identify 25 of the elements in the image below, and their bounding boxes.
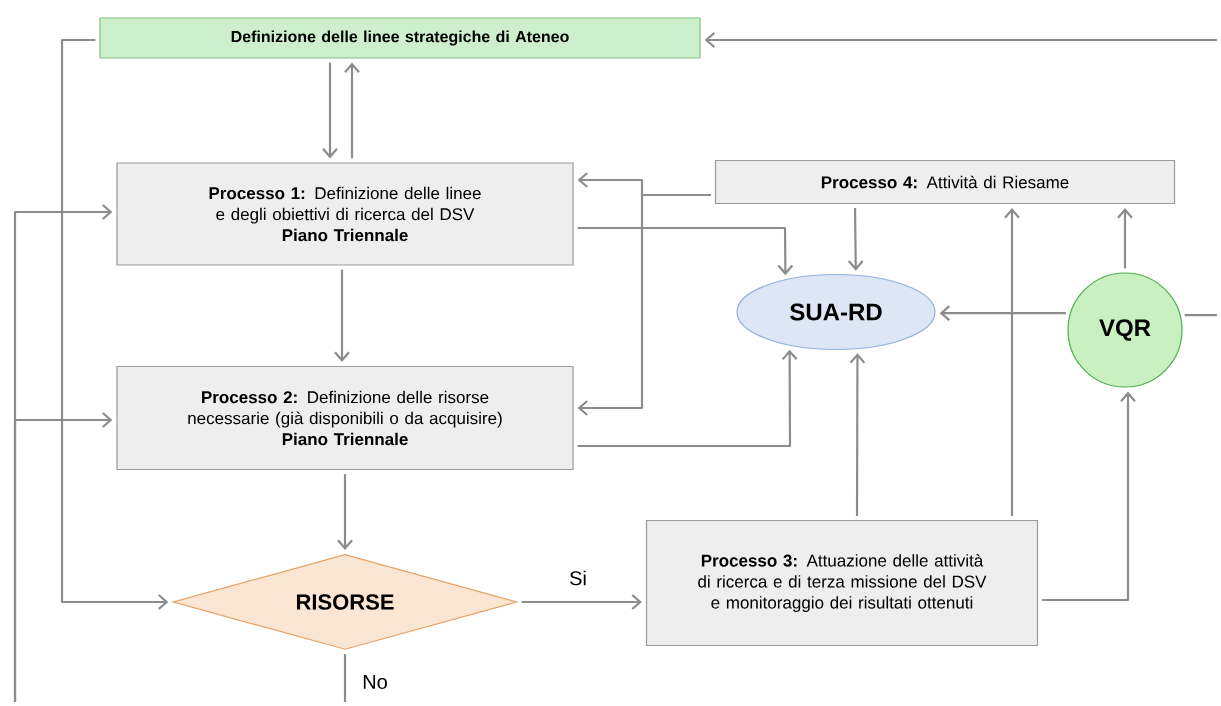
process-box: Processo 4: Attività di Riesame <box>714 159 1176 205</box>
ellipse-node: SUA-RD <box>736 273 936 351</box>
arrow <box>939 305 1066 321</box>
arrow <box>60 38 169 610</box>
process-box: Processo 1: Definizione delle linee e degli obiettivi di ricerca del DSV Piano Triennale <box>116 162 574 266</box>
process-box: Processo 3: Attuazione delle attività di ricerca e di terza missione del DSV e monitoraggio dei risultati ottenuti <box>645 519 1039 647</box>
arrow <box>704 32 1217 48</box>
arrow <box>577 226 794 276</box>
arrow <box>337 474 353 550</box>
arrow <box>1042 391 1136 602</box>
arrow <box>521 594 642 610</box>
circle-node: VQR <box>1067 272 1183 388</box>
arrow <box>13 412 113 702</box>
arrow <box>334 269 350 362</box>
arrow <box>847 208 864 271</box>
strategy-box: Definizione delle linee strategiche di Ateneo <box>99 17 701 59</box>
edge-label: No <box>361 674 389 690</box>
arrow <box>1004 208 1020 516</box>
arrow <box>1117 208 1133 269</box>
arrow <box>322 62 338 159</box>
arrow <box>577 349 798 448</box>
process-box: Processo 2: Definizione delle risorse necessarie (già disponibili o da acquisire) Piano Triennale <box>116 365 574 471</box>
arrow <box>577 193 711 416</box>
arrow <box>849 353 866 516</box>
arrow <box>344 62 360 159</box>
